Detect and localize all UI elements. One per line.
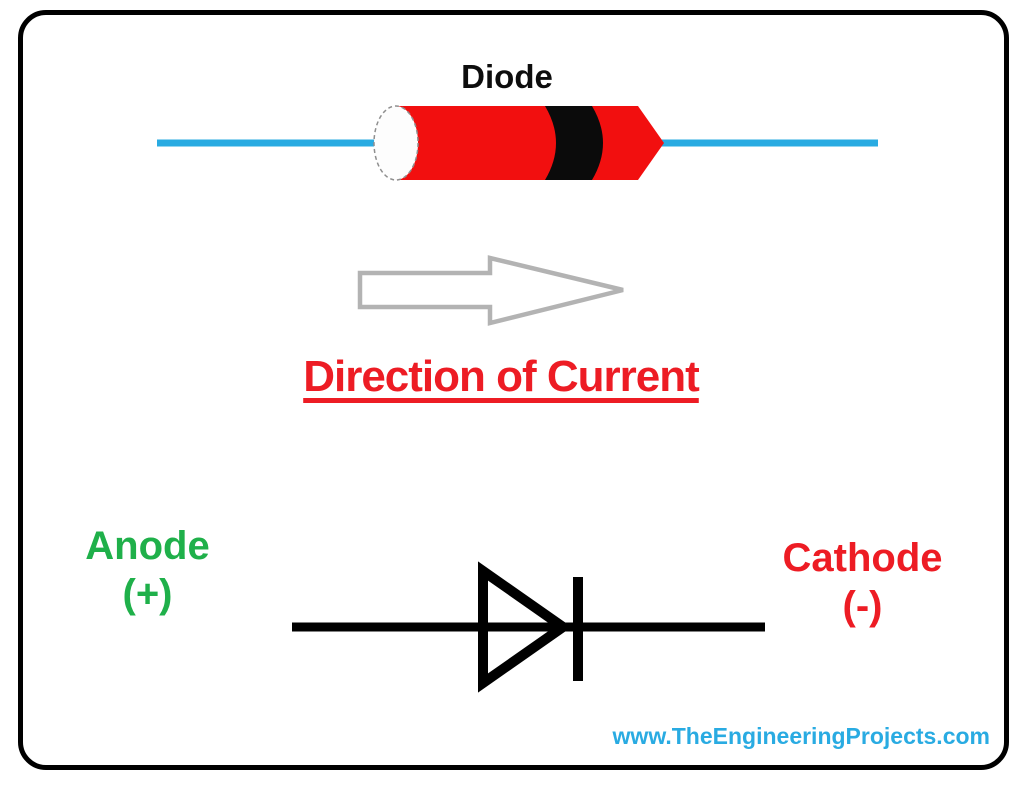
- cathode-label-block: Cathode (-): [765, 534, 960, 630]
- diode-body: [396, 106, 664, 180]
- cathode-polarity: (-): [842, 584, 883, 628]
- diode-schematic-symbol-icon: [292, 561, 765, 693]
- anode-polarity: (+): [122, 572, 173, 616]
- anode-label: Anode: [85, 524, 210, 568]
- right-arrow-icon: [357, 255, 624, 326]
- diode-end-cap: [373, 105, 419, 181]
- cathode-band: [545, 106, 603, 180]
- direction-of-current-label: Direction of Current: [303, 352, 700, 401]
- diode-title: Diode: [461, 58, 553, 95]
- anode-label-block: Anode (+): [55, 522, 240, 618]
- symbol-anode-triangle: [478, 561, 572, 693]
- diode-component-icon: [157, 105, 878, 181]
- diagram-border-frame: [18, 10, 1009, 770]
- website-link[interactable]: www.TheEngineeringProjects.com: [612, 723, 990, 749]
- cathode-label: Cathode: [782, 536, 943, 580]
